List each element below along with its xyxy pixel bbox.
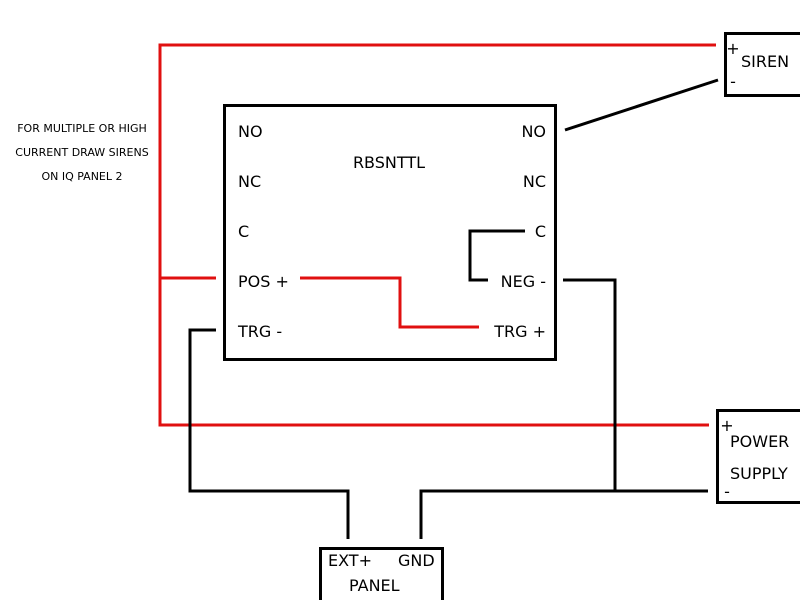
panel-box <box>319 547 444 600</box>
relay-title: RBSNTTL <box>353 153 425 172</box>
wire-panel-gnd-to-power-negative <box>419 489 708 539</box>
relay-right-terminal-neg: NEG - <box>501 272 546 291</box>
siren-label: SIREN <box>741 52 789 71</box>
relay-right-terminal-nc: NC <box>523 172 546 191</box>
side-note-line-3: ON IQ PANEL 2 <box>41 170 122 183</box>
wire-siren-positive-to-power-positive <box>158 43 716 427</box>
siren: + SIREN - <box>724 32 800 97</box>
wire-relay-c-to-neg-jumper <box>468 229 525 282</box>
relay-right-terminal-no: NO <box>521 122 546 141</box>
wire-relay-trg-minus-to-panel-ext <box>188 328 350 539</box>
wire-relay-pos-to-trg-plus <box>300 276 479 329</box>
power-supply: + POWER SUPPLY - <box>716 409 800 504</box>
relay-right-terminal-c: C <box>535 222 546 241</box>
relay-left-terminal-nc: NC <box>238 172 261 191</box>
power-supply-label-line-1: POWER <box>730 432 789 451</box>
relay-left-terminal-pos: POS + <box>238 272 289 291</box>
power-supply-box <box>716 409 800 504</box>
relay-module-box <box>223 104 557 361</box>
panel-ext-plus-label: EXT+ <box>328 551 372 570</box>
relay-left-terminal-c: C <box>238 222 249 241</box>
side-note: FOR MULTIPLE OR HIGH CURRENT DRAW SIRENS… <box>15 122 148 183</box>
panel-gnd-label: GND <box>398 551 435 570</box>
relay-module: RBSNTTL NO NC C POS + TRG - NO NC C NEG … <box>223 104 557 361</box>
relay-left-terminal-no: NO <box>238 122 263 141</box>
siren-minus-label: - <box>730 72 736 91</box>
siren-box <box>724 32 800 97</box>
relay-right-terminal-trg-plus: TRG + <box>493 322 546 341</box>
side-note-line-2: CURRENT DRAW SIRENS <box>15 146 148 159</box>
wire-relay-neg-to-power-negative <box>563 278 617 491</box>
wire-relay-no-to-siren-negative <box>564 78 719 132</box>
side-note-line-1: FOR MULTIPLE OR HIGH <box>17 122 147 135</box>
power-supply-plus-label: + <box>720 416 733 435</box>
panel-label: PANEL <box>349 576 400 595</box>
siren-plus-label: + <box>726 39 739 58</box>
panel: EXT+ GND PANEL <box>319 547 444 600</box>
power-supply-minus-label: - <box>724 482 730 501</box>
power-supply-label-line-2: SUPPLY <box>730 464 788 483</box>
relay-left-terminal-trg-minus: TRG - <box>237 322 282 341</box>
